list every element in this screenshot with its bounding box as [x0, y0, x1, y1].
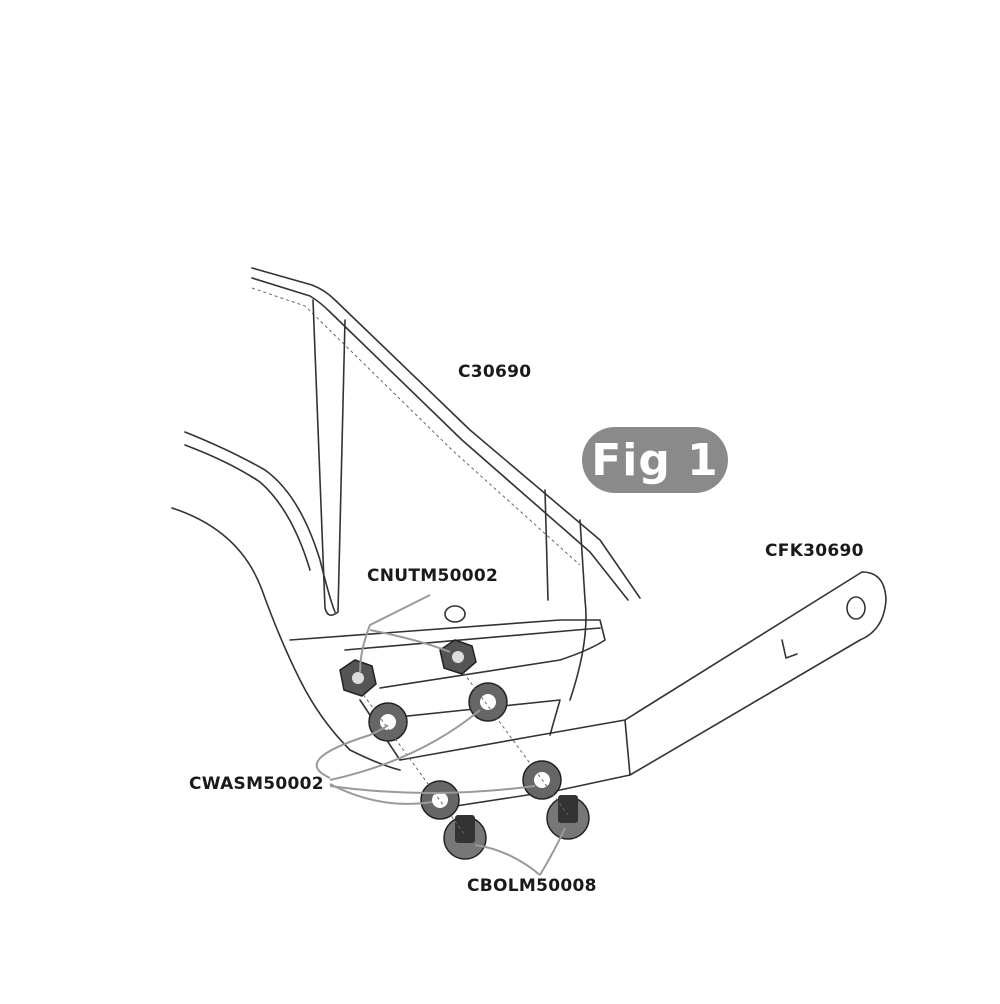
label-bracket: CFK30690	[765, 541, 864, 561]
bracket-part	[359, 571, 887, 811]
nut-hardware	[339, 639, 477, 697]
figure-badge-text: Fig 1	[591, 434, 719, 486]
label-nut: CNUTM50002	[367, 566, 499, 586]
frame-part	[171, 267, 641, 771]
leader-lines	[315, 594, 566, 876]
figure-badge: Fig 1	[582, 427, 728, 493]
label-frame: C30690	[458, 362, 532, 382]
bolt-hardware	[443, 795, 590, 860]
label-washer: CWASM50002	[189, 774, 324, 794]
label-bolt: CBOLM50008	[467, 876, 597, 896]
